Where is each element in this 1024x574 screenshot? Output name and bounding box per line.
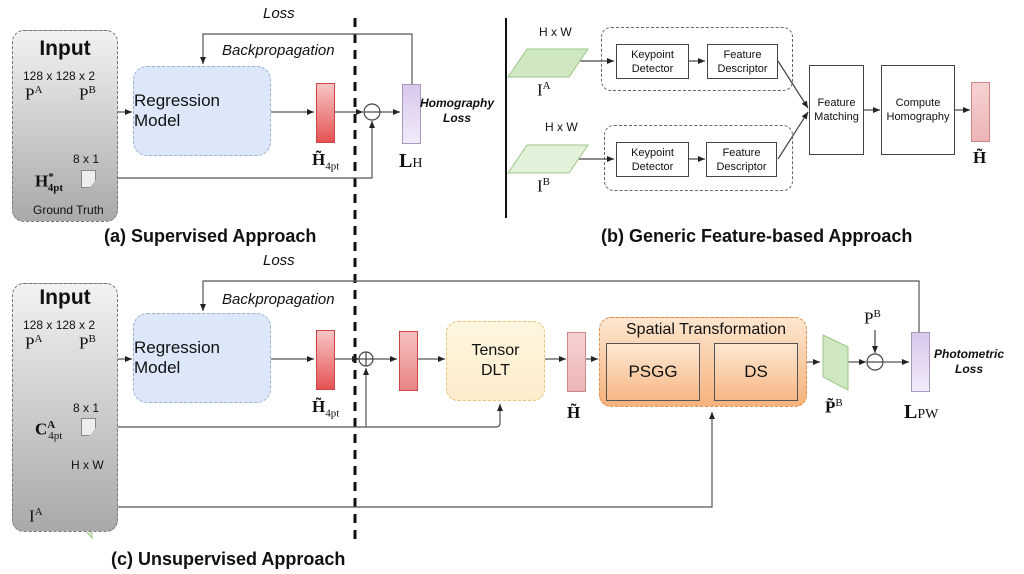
homography-loss-bar bbox=[402, 84, 421, 144]
homography-loss-label: Homography Loss bbox=[420, 96, 495, 125]
ds-block: DS bbox=[714, 343, 798, 401]
h4pt-label-c: H̃4pt bbox=[312, 397, 340, 420]
image-label: IA bbox=[29, 506, 43, 526]
patch-b-label: PB bbox=[79, 333, 96, 353]
homography-output-b bbox=[971, 82, 990, 142]
document-icon bbox=[81, 170, 96, 188]
patch-size-label: 128 x 128 x 2 bbox=[23, 318, 96, 332]
h4pt-output-a bbox=[316, 83, 335, 143]
patch-a-label: PA bbox=[25, 84, 43, 104]
warped-patch-label: P̃B bbox=[825, 397, 843, 417]
feature-pipeline-b bbox=[604, 125, 793, 191]
feature-pipeline-a bbox=[601, 27, 793, 91]
patch-size-label: 128 x 128 x 2 bbox=[23, 69, 96, 83]
gt-homography-label: H*4pt bbox=[35, 171, 64, 195]
loss-feedback-c bbox=[200, 280, 920, 332]
spatial-transformation-title: Spatial Transformation bbox=[626, 321, 787, 338]
loss-label-c: Loss bbox=[263, 252, 295, 269]
input-title: Input bbox=[39, 37, 91, 60]
photometric-loss-label: Photometric Loss bbox=[934, 347, 1005, 376]
photometric-loss-bar bbox=[911, 332, 930, 392]
backprop-label-a: Backpropagation bbox=[222, 42, 335, 59]
image-ib-b bbox=[507, 144, 589, 174]
gt-size-label: 8 x 1 bbox=[73, 152, 100, 166]
corner-size-label: 8 x 1 bbox=[73, 401, 100, 415]
lh-label: LH bbox=[399, 150, 423, 172]
input-panel-a: Input 128 x 128 x 2 PA PB 8 x 1 H*4pt Gr… bbox=[12, 30, 118, 222]
h4pt-label-a: H̃4pt bbox=[312, 150, 340, 173]
ground-truth-label: Ground Truth bbox=[33, 203, 104, 217]
caption-a: (a) Supervised Approach bbox=[104, 226, 317, 246]
document-icon bbox=[81, 418, 96, 436]
patch-b-label: PB bbox=[79, 84, 96, 104]
h4pt-output-c bbox=[316, 330, 335, 390]
regression-model-a: Regression Model bbox=[133, 66, 271, 156]
lpw-label: LPW bbox=[904, 401, 939, 423]
combined-vector-c bbox=[399, 331, 418, 391]
regression-model-c: Regression Model bbox=[133, 313, 271, 403]
ib-label: IB bbox=[537, 176, 551, 196]
ia-label: IA bbox=[537, 80, 551, 100]
image-size-label: H x W bbox=[71, 458, 104, 472]
h-label-c: H̃ bbox=[567, 403, 581, 422]
ib-size-label: H x W bbox=[545, 120, 578, 134]
image-ia-b bbox=[507, 48, 589, 78]
loss-feedback-a bbox=[200, 33, 413, 85]
corner-label: CA4pt bbox=[35, 419, 63, 443]
backprop-label-c: Backpropagation bbox=[222, 291, 335, 308]
h-output-c bbox=[567, 332, 586, 392]
h-label-b: H̃ bbox=[973, 148, 987, 167]
psgg-block: PSGG bbox=[606, 343, 700, 401]
warped-patch-c bbox=[822, 334, 849, 391]
spatial-transformation: Spatial Transformation PSGG DS bbox=[599, 317, 807, 407]
target-patch-label: PB bbox=[864, 308, 881, 328]
input-panel-c: Input 128 x 128 x 2 PA PB 8 x 1 CA4pt H … bbox=[12, 283, 118, 532]
input-title: Input bbox=[39, 286, 91, 309]
ia-size-label: H x W bbox=[539, 25, 572, 39]
caption-b: (b) Generic Feature-based Approach bbox=[601, 226, 913, 246]
caption-c: (c) Unsupervised Approach bbox=[111, 549, 346, 569]
loss-label-a: Loss bbox=[263, 5, 295, 22]
patch-a-label: PA bbox=[25, 333, 43, 353]
